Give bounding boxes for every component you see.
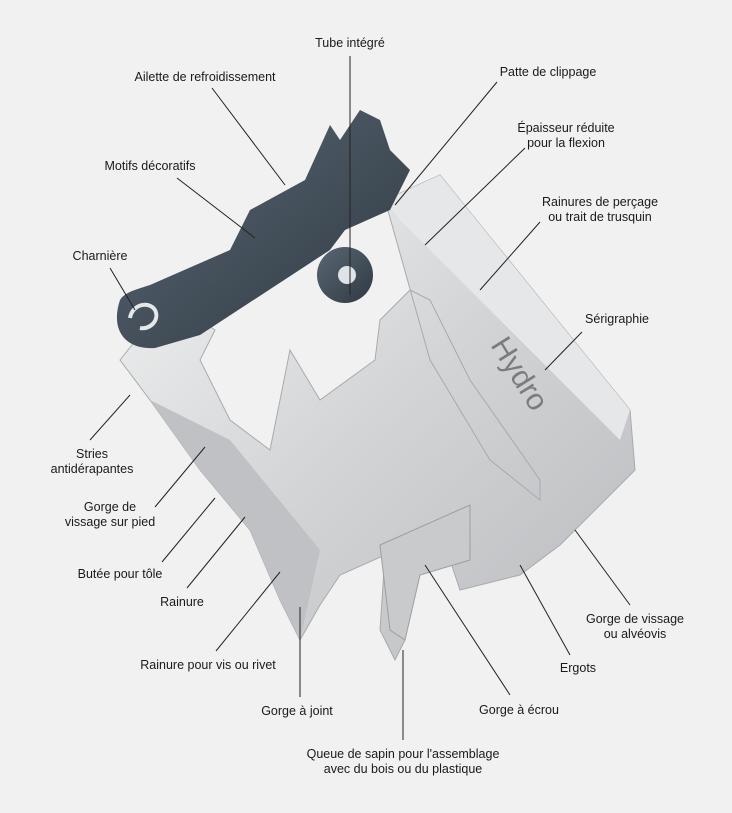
label-line: Stries bbox=[76, 447, 108, 461]
label-ergots: Ergots bbox=[559, 661, 597, 675]
label-serigraphie: Sérigraphie bbox=[585, 312, 649, 326]
leader-stries bbox=[89, 394, 131, 441]
leader-gorge-pied bbox=[154, 446, 206, 508]
label-line: Gorge de bbox=[83, 500, 137, 514]
label-motifs: Motifs décoratifs bbox=[104, 159, 196, 173]
label-gorge-ecrou: Gorge à écrou bbox=[479, 703, 559, 717]
leader-motifs bbox=[176, 177, 256, 239]
label-butee: Butée pour tôle bbox=[77, 567, 163, 581]
leader-ergots bbox=[519, 564, 571, 656]
label-rainure: Rainure bbox=[160, 595, 204, 609]
leader-serigraphie bbox=[544, 331, 583, 371]
label-line: ou alvéovis bbox=[603, 627, 667, 641]
leader-butee bbox=[161, 497, 216, 563]
label-line: ou trait de trusquin bbox=[548, 210, 652, 224]
label-line: Épaisseur réduite bbox=[517, 121, 615, 135]
label-charniere: Charnière bbox=[72, 249, 128, 263]
label-ailette: Ailette de refroidissement bbox=[134, 70, 276, 84]
leader-charniere bbox=[109, 267, 136, 311]
label-line: avec du bois ou du plastique bbox=[323, 762, 483, 776]
leader-lines bbox=[89, 56, 631, 740]
label-gorge-joint: Gorge à joint bbox=[261, 704, 333, 718]
label-tube-integre: Tube intégré bbox=[315, 36, 385, 50]
aluminium-profile bbox=[119, 174, 636, 662]
label-line: Gorge de vissage bbox=[586, 612, 684, 626]
label-patte-clippage: Patte de clippage bbox=[499, 65, 597, 79]
leader-ailette bbox=[211, 87, 286, 186]
leader-gorge-alveovis bbox=[574, 529, 631, 606]
leader-rainures-percage bbox=[479, 221, 541, 291]
leader-gorge-ecrou bbox=[424, 564, 511, 696]
label-rainure-vis: Rainure pour vis ou rivet bbox=[140, 658, 276, 672]
leader-epaisseur bbox=[424, 147, 526, 246]
leader-patte bbox=[394, 81, 498, 206]
leader-rainure-vis bbox=[215, 571, 281, 652]
label-line: Queue de sapin pour l'assemblage bbox=[306, 747, 500, 761]
label-line: Rainures de perçage bbox=[541, 195, 659, 209]
leader-rainure bbox=[186, 516, 246, 589]
polymer-profile bbox=[116, 110, 410, 349]
label-line: antidérapantes bbox=[50, 462, 134, 476]
label-line: pour la flexion bbox=[527, 136, 605, 150]
label-line: vissage sur pied bbox=[64, 515, 156, 529]
